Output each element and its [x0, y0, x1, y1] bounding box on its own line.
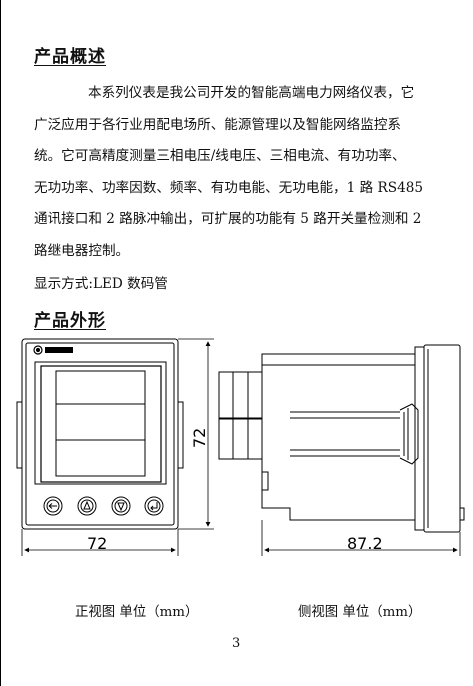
front-view-drawing — [16, 338, 214, 556]
front-width-label: 72 — [87, 534, 107, 553]
overview-paragraph: 本系列仪表是我公司开发的智能高端电力网络仪表，它 广泛应用于各行业用配电场所、能… — [34, 78, 466, 267]
display-frame — [40, 365, 162, 483]
overview-line: 本系列仪表是我公司开发的智能高端电力网络仪表，它 — [88, 85, 415, 101]
page-left-rule — [0, 0, 1, 686]
display-mode-text: 显示方式:LED 数码管 — [34, 276, 168, 292]
overview-line: 无功功率、功率因数、频率、有功电能、无功电能，1 路 RS485 — [34, 179, 424, 196]
side-view-caption: 侧视图 单位（mm） — [298, 605, 422, 620]
side-bezel-back — [414, 346, 425, 531]
overview-line: 通讯接口和 2 路脉冲输出，可扩展的功能有 5 路开关量检测和 2 — [34, 211, 422, 227]
side-body — [261, 353, 416, 521]
front-bezel — [21, 338, 179, 530]
overview-heading: 产品概述 — [34, 47, 106, 67]
led-row-3 — [55, 439, 146, 477]
side-view-drawing — [218, 344, 465, 556]
button-up-icon[interactable] — [77, 496, 97, 516]
button-left-icon[interactable] — [43, 496, 63, 516]
mounting-bracket — [399, 403, 419, 465]
button-enter-icon[interactable] — [144, 496, 164, 516]
front-height-label: 72 — [190, 428, 209, 448]
side-depth-label: 87.2 — [347, 534, 383, 553]
left-mount-clip — [16, 401, 23, 469]
right-mount-clip — [177, 401, 184, 469]
display-window — [34, 361, 167, 485]
front-view-caption: 正视图 单位（mm） — [75, 605, 199, 620]
overview-line: 广泛应用于各行业用配电场所、能源管理以及智能网络监控系 — [34, 116, 402, 133]
lower-terminal-block — [218, 418, 263, 460]
side-bezel-front — [423, 344, 461, 533]
appearance-heading: 产品外形 — [34, 311, 106, 331]
led-row-2 — [55, 403, 146, 441]
overview-line: 路继电器控制。 — [34, 242, 130, 259]
brand-logo — [33, 345, 73, 355]
button-down-icon[interactable] — [111, 496, 131, 516]
overview-line: 统。它可高精度测量三相电压/线电压、三相电流、有功功率、 — [34, 148, 406, 164]
page-number: 3 — [232, 636, 241, 651]
led-row-1 — [55, 370, 146, 405]
front-bezel-inner — [25, 342, 175, 526]
upper-terminal-block — [218, 371, 263, 419]
